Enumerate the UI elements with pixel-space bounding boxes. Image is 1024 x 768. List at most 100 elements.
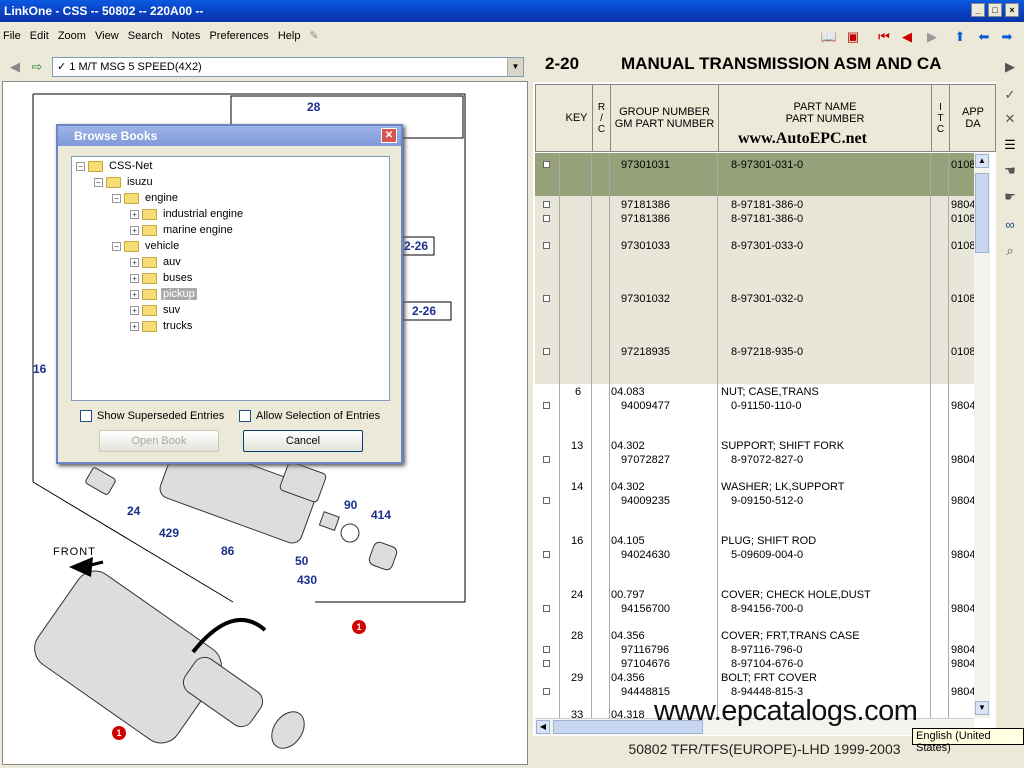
notes-icon[interactable]: ▣	[846, 29, 860, 44]
hand-right-icon[interactable]: ☛	[1004, 189, 1016, 204]
menu-file[interactable]: File	[3, 30, 21, 42]
tree-node[interactable]: −vehicle	[112, 240, 181, 255]
next-page-icon[interactable]: ▶	[927, 29, 937, 44]
callout-430[interactable]: 430	[297, 573, 318, 587]
cross-icon[interactable]: ✕	[1004, 111, 1016, 126]
hand-icon[interactable]: ☚	[1004, 163, 1016, 178]
menu-preferences[interactable]: Preferences	[209, 30, 269, 42]
show-superseded-checkbox[interactable]: Show Superseded Entries	[80, 410, 224, 423]
pane-splitter[interactable]	[529, 50, 533, 768]
callout-429[interactable]: 429	[159, 526, 180, 540]
cancel-button[interactable]: Cancel	[243, 430, 363, 452]
minimize-button[interactable]: _	[971, 3, 985, 17]
back-icon[interactable]: ⬅	[978, 29, 990, 44]
tree-node-selected[interactable]: +pickup	[130, 288, 197, 303]
callout-50[interactable]: 50	[295, 554, 309, 568]
parts-vertical-scrollbar[interactable]: ▲ ▼	[974, 153, 990, 718]
tree-node[interactable]: −isuzu	[94, 176, 155, 191]
folder-icon	[142, 272, 157, 284]
allow-selection-checkbox[interactable]: Allow Selection of Entries	[239, 410, 380, 423]
menu-zoom[interactable]: Zoom	[57, 30, 86, 42]
check-icon[interactable]: ✓	[1004, 87, 1016, 102]
hscroll-thumb[interactable]	[553, 720, 703, 734]
scroll-down-button[interactable]: ▼	[975, 701, 989, 715]
tree-node[interactable]: +trucks	[130, 320, 194, 335]
play-icon[interactable]: ▶	[1005, 59, 1015, 74]
autoepc-watermark: www.AutoEPC.net	[738, 130, 867, 147]
folder-icon	[142, 288, 157, 300]
page-select-value: ✓ 1 M/T MSG 5 SPEED(4X2)	[57, 61, 202, 73]
callout-86[interactable]: 86	[221, 544, 235, 558]
callout-28[interactable]: 28	[307, 100, 321, 114]
book-tree[interactable]: −CSS-Net −isuzu −engine +industrial engi…	[71, 156, 390, 401]
callout-24[interactable]: 24	[127, 504, 141, 518]
folder-icon	[142, 224, 157, 236]
search-icon[interactable]: ⌕	[1006, 243, 1014, 258]
tree-node[interactable]: +marine engine	[130, 224, 235, 239]
prev-page-icon[interactable]: ◀	[902, 29, 912, 44]
scroll-up-button[interactable]: ▲	[975, 154, 989, 168]
pin-icon[interactable]: ✎	[309, 30, 319, 42]
menu-bar: File Edit Zoom View Search Notes Prefere…	[0, 25, 530, 47]
folder-icon	[88, 160, 103, 172]
tree-node[interactable]: +suv	[130, 304, 182, 319]
maximize-button[interactable]: □	[988, 3, 1002, 17]
front-label: FRONT	[53, 546, 96, 558]
list-icon[interactable]: ☰	[1004, 137, 1016, 152]
menu-view[interactable]: View	[95, 30, 119, 42]
folder-icon	[142, 208, 157, 220]
window-title: LinkOne - CSS -- 50802 -- 220A00 --	[4, 4, 204, 18]
first-page-icon[interactable]: ⏮	[878, 29, 890, 44]
close-window-button[interactable]: ×	[1005, 3, 1019, 17]
callout-414[interactable]: 414	[371, 508, 392, 522]
binoculars-icon[interactable]: ∞	[1005, 217, 1015, 232]
scroll-thumb[interactable]	[975, 173, 989, 253]
menu-help[interactable]: Help	[277, 30, 301, 42]
selection-row: ◀ ⇨ ✓ 1 M/T MSG 5 SPEED(4X2) ▼	[0, 52, 530, 80]
dialog-close-button[interactable]: ✕	[381, 128, 397, 143]
parts-horizontal-scrollbar[interactable]: ◀	[535, 718, 974, 735]
language-tooltip: English (United States)	[912, 728, 1024, 754]
tree-node[interactable]: +auv	[130, 256, 183, 271]
page-select[interactable]: ✓ 1 M/T MSG 5 SPEED(4X2) ▼	[52, 57, 524, 77]
marker-1-a[interactable]: 1	[352, 620, 366, 634]
folder-icon	[124, 192, 139, 204]
menu-search[interactable]: Search	[127, 30, 163, 42]
callout-2-26-b[interactable]: 2-26	[412, 304, 437, 318]
dialog-title: Browse Books	[74, 129, 158, 143]
marker-1-b[interactable]: 1	[112, 726, 126, 740]
window-titlebar: LinkOne - CSS -- 50802 -- 220A00 -- _ □ …	[0, 0, 1024, 22]
dialog-titlebar[interactable]: Browse Books ✕	[58, 126, 401, 146]
tree-node[interactable]: +buses	[130, 272, 194, 287]
scroll-left-button[interactable]: ◀	[536, 720, 550, 734]
book-icon[interactable]: 📖	[820, 29, 838, 44]
exploded-diagram	[32, 93, 466, 749]
forward-icon[interactable]: ➡	[1001, 29, 1013, 44]
menu-edit[interactable]: Edit	[29, 30, 49, 42]
tree-node[interactable]: −engine	[112, 192, 180, 207]
section-title: MANUAL TRANSMISSION ASM AND CA	[621, 54, 942, 73]
chevron-down-icon[interactable]: ▼	[507, 58, 523, 76]
open-book-button[interactable]: Open Book	[99, 430, 219, 452]
epcatalogs-watermark: www.epcatalogs.com	[654, 695, 918, 727]
nav-left-icon[interactable]: ◀	[10, 59, 20, 74]
callout-2-26-a[interactable]: 2-26	[404, 239, 429, 253]
enter-icon[interactable]: ⇨	[31, 59, 43, 74]
folder-icon	[124, 240, 139, 252]
callout-16[interactable]: 16	[33, 362, 47, 376]
col-rc[interactable]: R/C	[593, 85, 611, 151]
col-key[interactable]: KEY	[561, 85, 593, 151]
folder-icon	[142, 256, 157, 268]
tree-node[interactable]: −CSS-Net	[76, 160, 154, 175]
callout-90[interactable]: 90	[344, 498, 358, 512]
menu-notes[interactable]: Notes	[171, 30, 201, 42]
tree-node[interactable]: +industrial engine	[130, 208, 245, 223]
folder-icon	[142, 320, 157, 332]
up-icon[interactable]: ⬆	[954, 29, 966, 44]
